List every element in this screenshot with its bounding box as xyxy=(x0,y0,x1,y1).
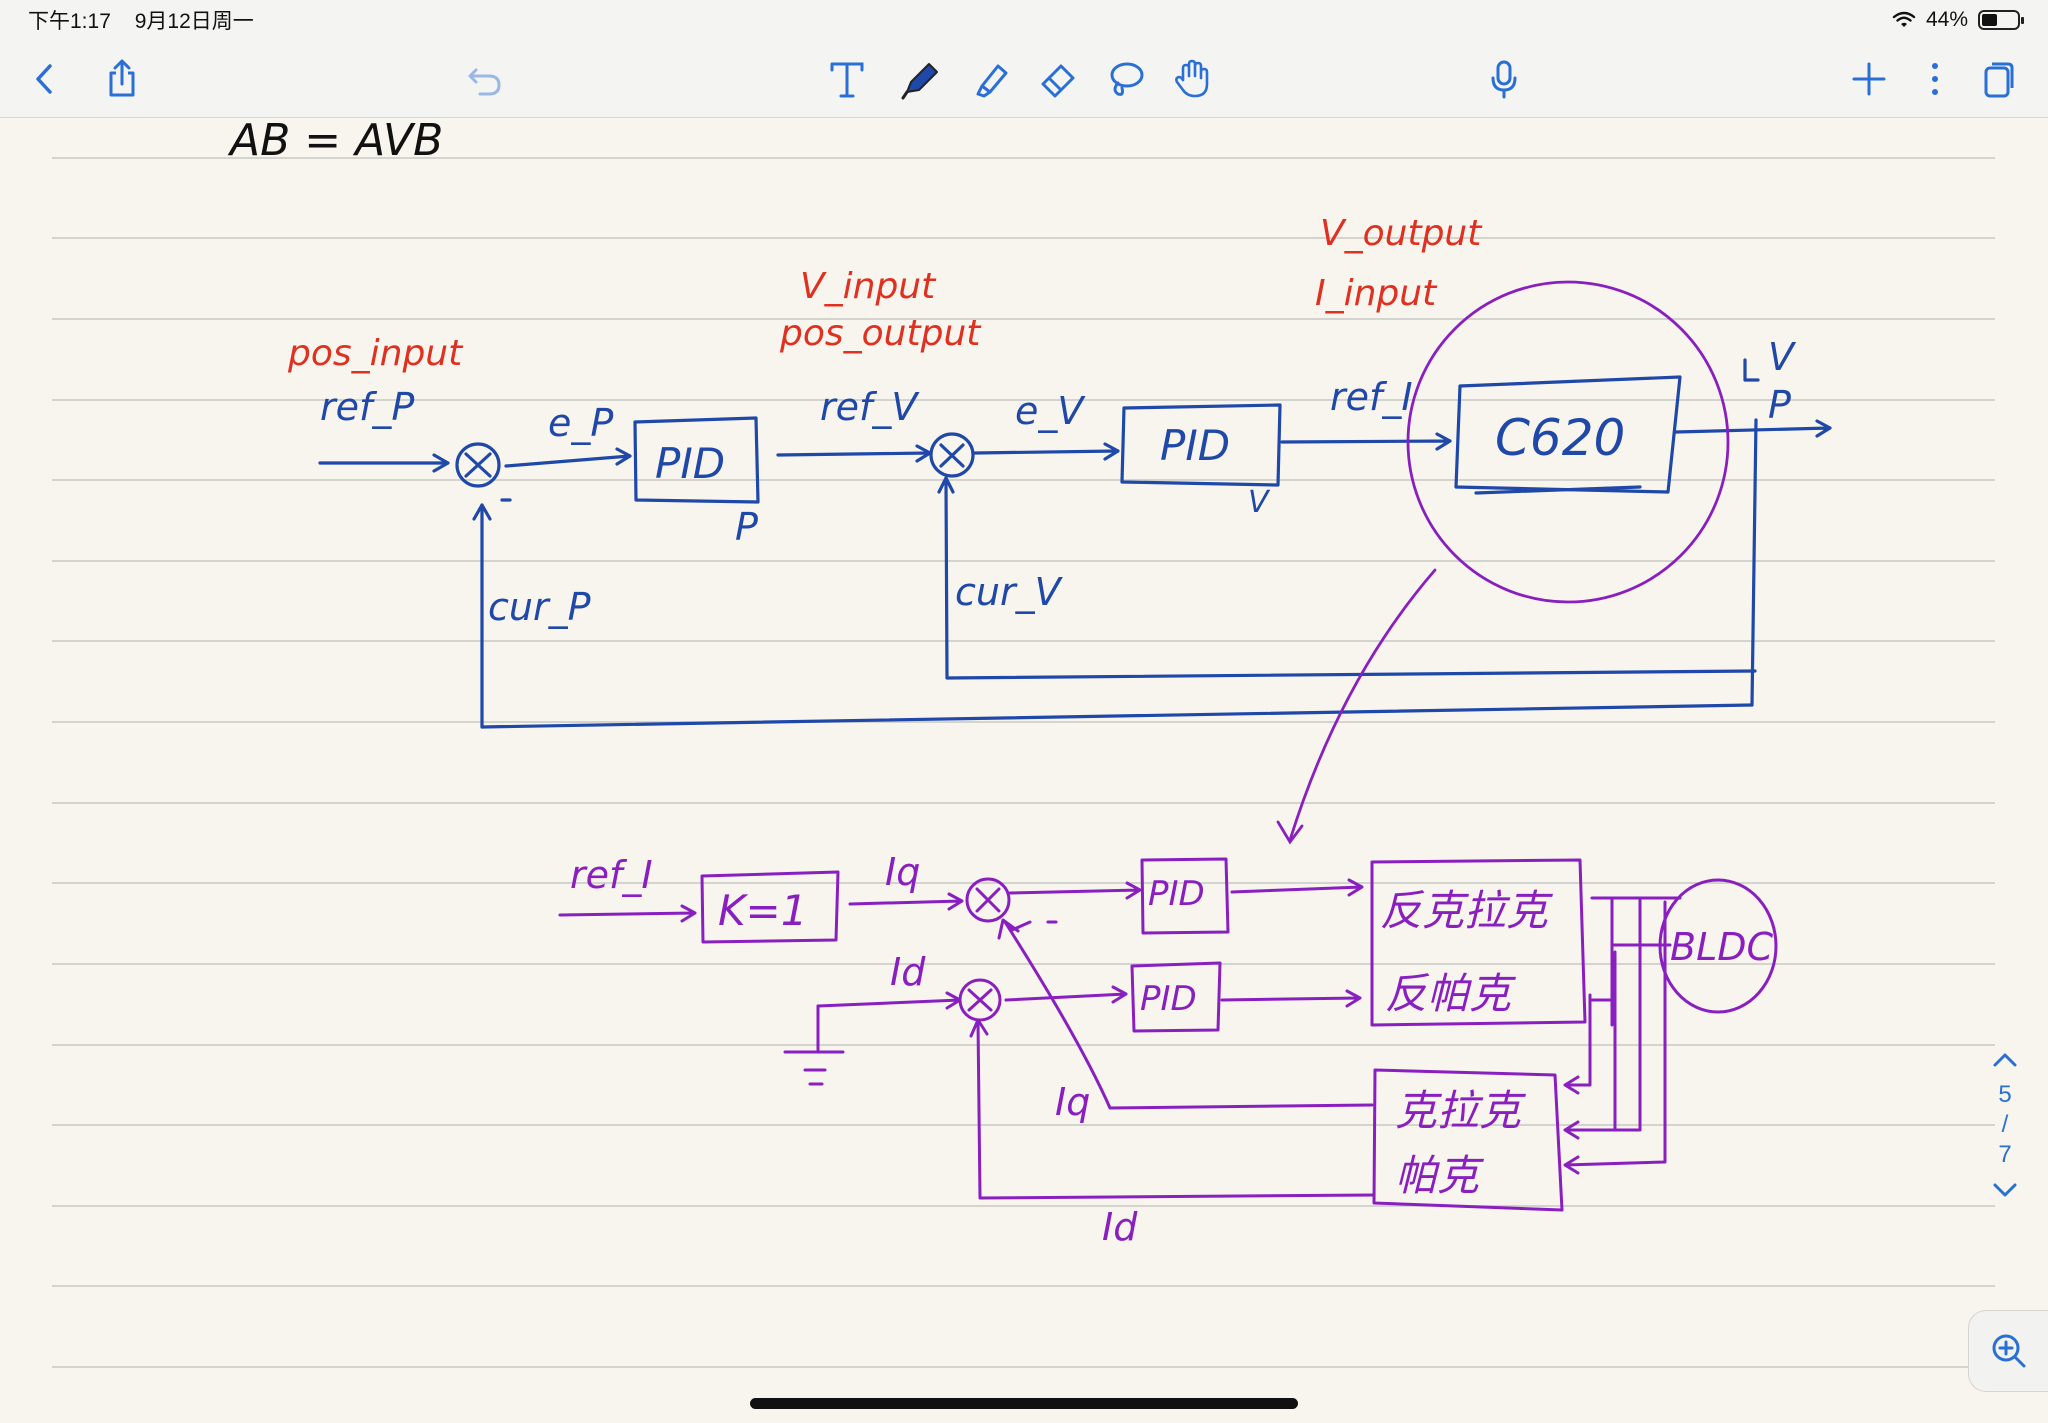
inverse-park-label: 反克拉克 xyxy=(1380,886,1554,935)
note-canvas[interactable]: AB = AVB pos_input V_input pos_output V_… xyxy=(0,118,2048,1423)
gain-k-label: K=1 xyxy=(718,886,807,935)
pid-q-label: PID xyxy=(1148,874,1205,914)
current-page: 5 xyxy=(1998,1081,2012,1108)
back-button[interactable] xyxy=(16,50,74,108)
p-sub-label: P xyxy=(735,505,758,549)
cur-p-label: cur_P xyxy=(488,585,591,629)
e-v-label: e_V xyxy=(1015,389,1086,433)
chevron-left-icon xyxy=(36,64,52,94)
status-right: 44% xyxy=(1892,8,2024,32)
page-separator: / xyxy=(2001,1111,2009,1138)
clarke-label: 克拉克 xyxy=(1395,1086,1527,1135)
park-label: 帕克 xyxy=(1395,1151,1485,1200)
microphone-icon xyxy=(1491,60,1517,99)
battery-icon xyxy=(1978,10,2024,30)
microphone-button[interactable] xyxy=(1475,50,1533,108)
iq-feedback-label: Iq xyxy=(1055,1080,1090,1124)
eraser-icon xyxy=(1041,64,1075,98)
eraser-button[interactable] xyxy=(1029,50,1087,108)
pages-icon xyxy=(1984,62,2014,98)
chevron-up-icon xyxy=(1993,1053,2017,1067)
ruled-lines xyxy=(52,157,1995,1368)
output-v-label: V xyxy=(1768,335,1797,379)
next-page-button[interactable] xyxy=(1992,1170,2018,1210)
undo-button[interactable] xyxy=(456,50,514,108)
home-indicator[interactable] xyxy=(750,1398,1298,1409)
id-label: Id xyxy=(890,950,926,994)
add-button[interactable] xyxy=(1840,50,1898,108)
id-feedback-label: Id xyxy=(1102,1205,1138,1249)
status-date: 9月12日周一 xyxy=(134,10,254,33)
highlighter-icon xyxy=(976,64,1008,98)
v-input-label: V_input xyxy=(800,266,937,307)
share-icon xyxy=(109,59,135,97)
bldc-label: BLDC xyxy=(1670,925,1774,969)
pid-1-label: PID xyxy=(655,439,725,488)
ref-p-label: ref_P xyxy=(320,385,414,429)
current-loop xyxy=(558,857,1778,1212)
e-p-label: e_P xyxy=(548,401,613,445)
wifi-icon xyxy=(1892,11,1916,27)
pos-input-label: pos_input xyxy=(287,333,464,374)
zoom-callout xyxy=(1276,280,1730,845)
v-output-label: V_output xyxy=(1320,213,1483,254)
zoom-button[interactable] xyxy=(1968,1310,2048,1392)
battery-percent: 44% xyxy=(1925,8,1968,31)
previous-page-button[interactable] xyxy=(1992,1040,2018,1080)
highlighter-button[interactable] xyxy=(962,50,1020,108)
pid-2-label: PID xyxy=(1160,421,1230,470)
inverse-clarke-label: 反帕克 xyxy=(1385,969,1517,1018)
toolbar xyxy=(0,40,2048,118)
i-input-label: I_input xyxy=(1315,273,1438,314)
chevron-down-icon xyxy=(1993,1183,2017,1197)
text-tool-button[interactable] xyxy=(818,50,876,108)
hand-tool-icon xyxy=(1175,59,1209,98)
motor-label: C620 xyxy=(1495,409,1625,467)
pen-tool-icon xyxy=(901,63,938,100)
position-velocity-loop xyxy=(318,358,1832,729)
undo-icon xyxy=(468,68,501,96)
header-formula: AB = AVB xyxy=(227,118,443,166)
share-button[interactable] xyxy=(93,50,151,108)
ref-v-label: ref_V xyxy=(820,385,920,429)
current-ref-i-label: ref_I xyxy=(570,853,653,897)
text-tool-icon xyxy=(830,62,864,98)
zoom-in-icon xyxy=(1992,1334,2026,1368)
pos-output-label: pos_output xyxy=(779,313,982,354)
total-pages: 7 xyxy=(1998,1141,2012,1168)
status-time: 下午1:17 xyxy=(28,10,111,33)
status-left: 下午1:17 9月12日周一 xyxy=(28,5,272,35)
more-icon xyxy=(1932,63,1938,95)
page-indicator: 5 / 7 xyxy=(1980,1040,2030,1240)
pages-button[interactable] xyxy=(1970,50,2028,108)
cur-v-label: cur_V xyxy=(955,570,1064,614)
iq-label: Iq xyxy=(885,850,920,894)
lasso-button[interactable] xyxy=(1096,50,1154,108)
v-sub-label: V xyxy=(1248,485,1271,520)
status-bar: 下午1:17 9月12日周一 44% xyxy=(0,0,2048,40)
pid-d-label: PID xyxy=(1140,979,1197,1019)
hand-tool-button[interactable] xyxy=(1163,50,1221,108)
output-p-label: P xyxy=(1768,383,1791,427)
plus-icon xyxy=(1852,62,1886,96)
lasso-icon xyxy=(1110,62,1144,96)
more-button[interactable] xyxy=(1906,50,1964,108)
ref-i-label: ref_I xyxy=(1330,375,1413,419)
pen-tool-button[interactable] xyxy=(891,50,949,108)
